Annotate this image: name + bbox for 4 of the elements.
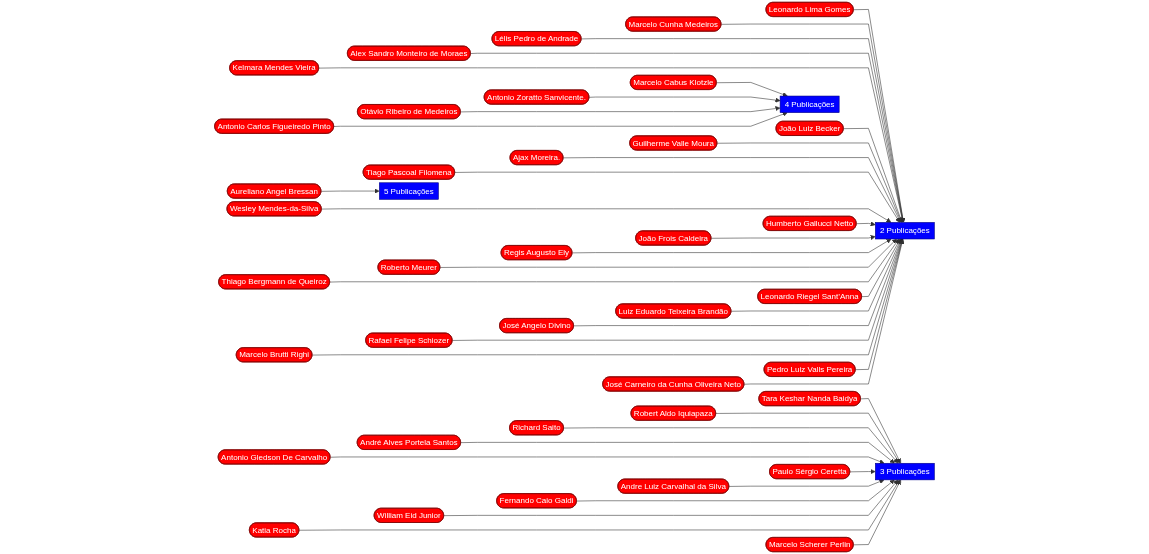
node-box: 3 Publicações xyxy=(875,462,935,481)
node-box: 4 Publicações xyxy=(779,95,840,113)
node-box: 5 Publicações xyxy=(379,182,439,200)
node-box: 2 Publicações xyxy=(875,222,935,240)
